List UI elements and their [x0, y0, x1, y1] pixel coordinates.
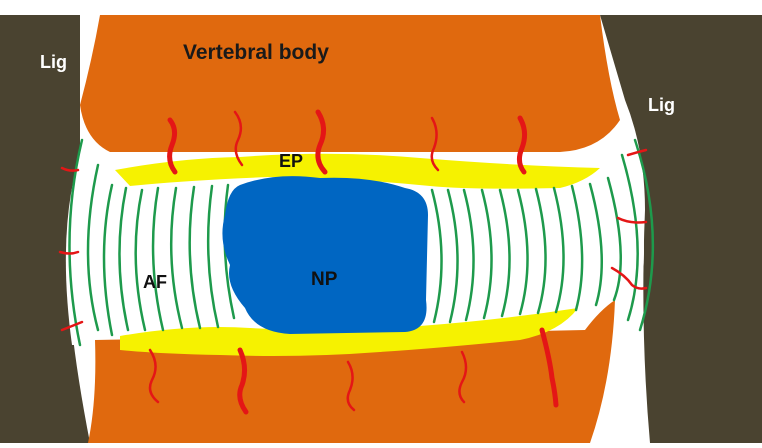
ligament-right-label: Lig [648, 95, 675, 115]
endplate-upper [115, 153, 600, 189]
nucleus-pulposus [222, 176, 428, 334]
ligament-left-label: Lig [40, 52, 67, 72]
ligament-left [0, 15, 90, 443]
ligament-right [600, 15, 762, 443]
vertebral-body-label: Vertebral body [183, 41, 329, 64]
blood-vessels [58, 109, 648, 415]
nucleus-pulposus-label: NP [311, 269, 338, 290]
endplate-label: EP [279, 151, 304, 171]
vertebral-body-upper [80, 15, 620, 152]
annulus-fibers [68, 138, 655, 347]
annulus-fibrosus-label: AF [143, 272, 167, 292]
